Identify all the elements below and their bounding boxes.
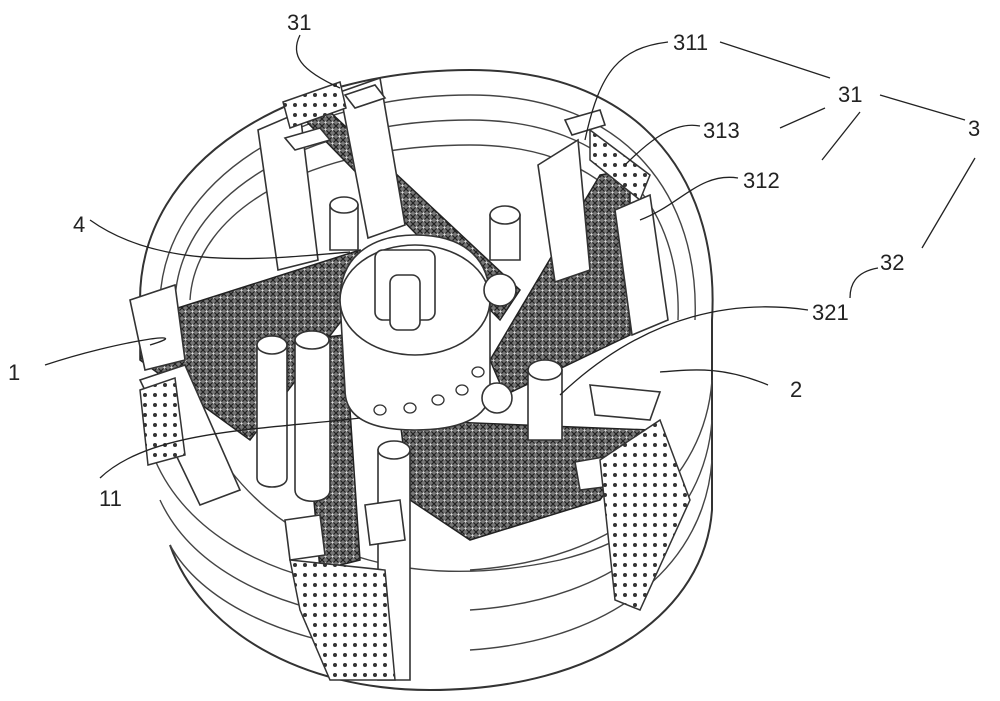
- square-tubes: [129, 76, 669, 561]
- label-313: 313: [703, 118, 740, 143]
- label-31-right: 31: [838, 82, 862, 107]
- label-32: 32: [880, 250, 904, 275]
- tube-lower-right: [589, 384, 662, 421]
- tube-top-right: [339, 76, 406, 240]
- tube-top-left: [257, 110, 319, 271]
- label-1: 1: [8, 360, 20, 385]
- tube-left-a: [129, 283, 186, 371]
- label-2: 2: [790, 377, 802, 402]
- perforated-segments: [289, 418, 691, 681]
- central-hub: [339, 234, 517, 431]
- label-321: 321: [812, 300, 849, 325]
- label-4: 4: [73, 212, 85, 237]
- label-3: 3: [968, 116, 980, 141]
- label-31-top: 31: [287, 10, 311, 35]
- label-312: 312: [743, 168, 780, 193]
- reference-labels: 31 311 31 3 313 312 32 321 4 1 2 11: [8, 10, 980, 511]
- leader-lines: [44, 34, 976, 479]
- tube-right-a: [537, 138, 591, 284]
- label-11: 11: [99, 486, 122, 511]
- label-311: 311: [673, 30, 708, 55]
- tube-right-b: [614, 193, 669, 337]
